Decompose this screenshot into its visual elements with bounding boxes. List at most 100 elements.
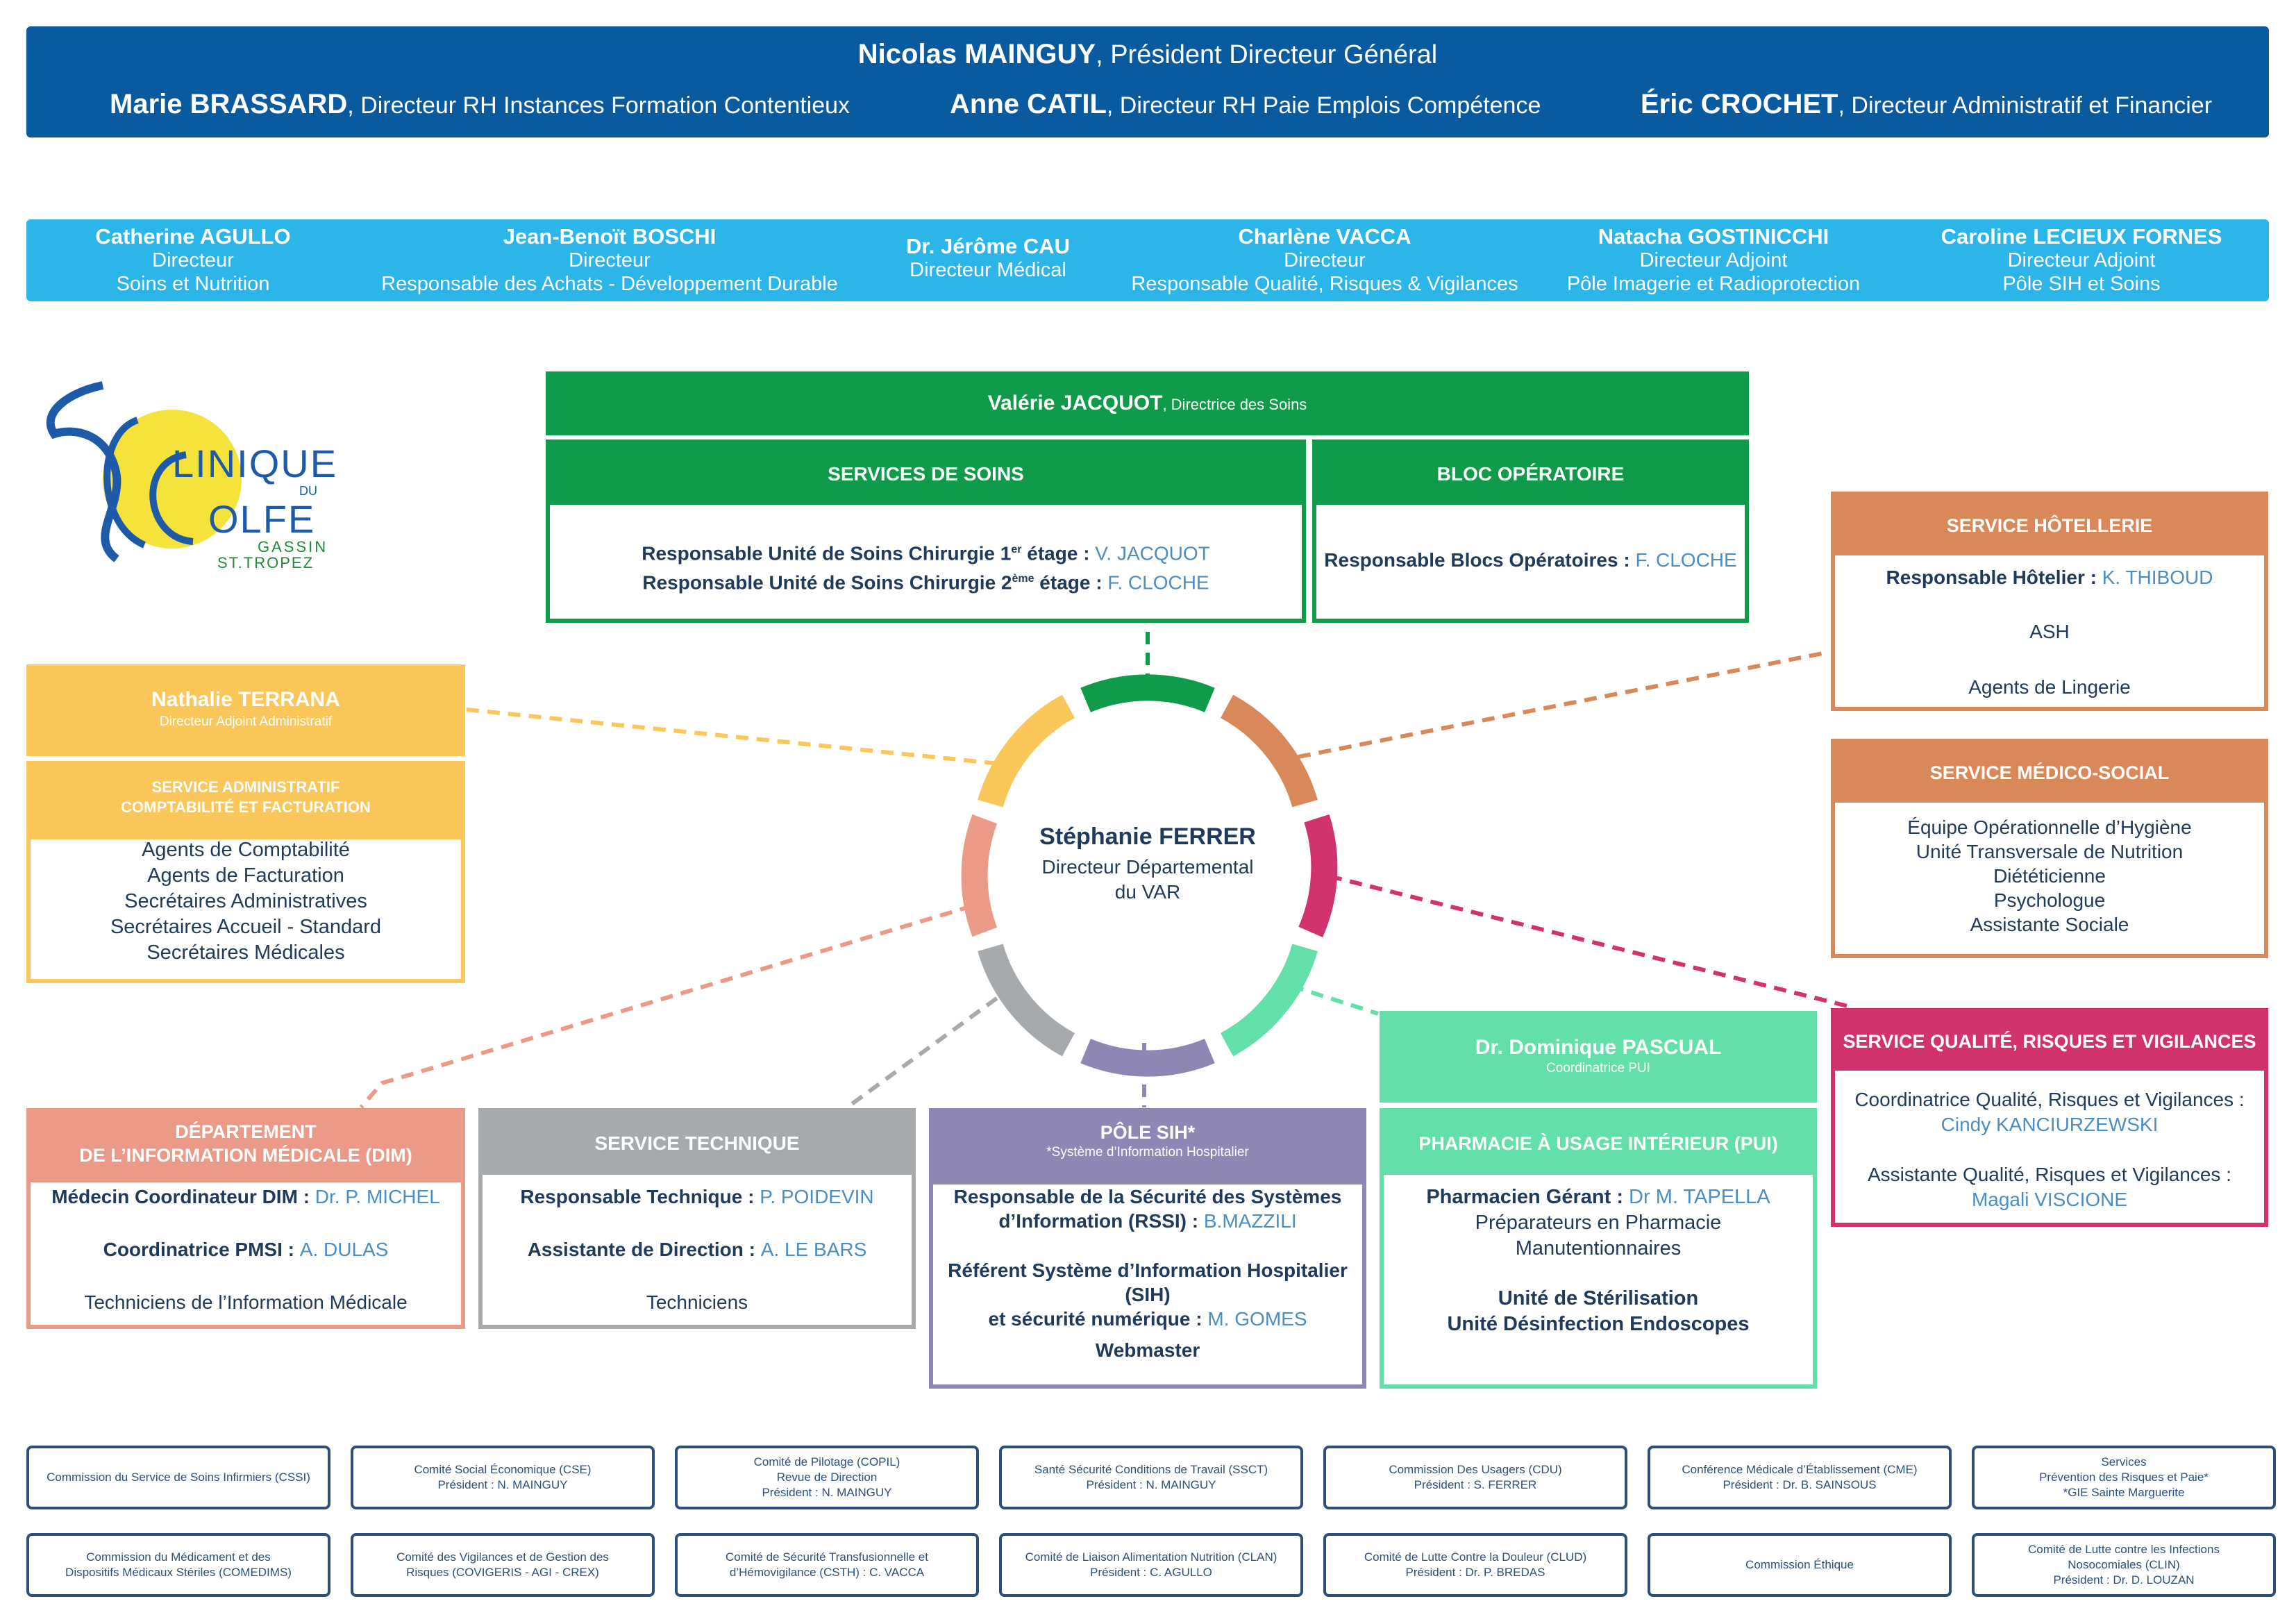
row-label: Responsable Blocs Opératoires : xyxy=(1324,549,1636,571)
seahorse-icon xyxy=(46,381,242,562)
medico-social-item: Unité Transversale de Nutrition xyxy=(1916,841,2184,862)
director-title: Directeur Médical xyxy=(910,259,1066,281)
hotellerie-item: Agents de Lingerie xyxy=(1968,676,2131,698)
medico-social-item: Psychologue xyxy=(1993,889,2106,911)
dim-row-2: Coordinatrice PMSI : A. DULAS xyxy=(31,1237,461,1262)
director-title: Directeur Adjoint xyxy=(2007,249,2156,271)
row-person: B.MAZZILI xyxy=(1203,1210,1297,1232)
dim-title-line: DE L’INFORMATION MÉDICALE (DIM) xyxy=(79,1145,412,1166)
admin-head-name: Nathalie TERRANA xyxy=(151,688,340,711)
committee-line: Risques (COVIGERIS - AGI - CREX) xyxy=(406,1566,599,1579)
hotellerie-box: SERVICE HÔTELLERIE Responsable Hôtelier … xyxy=(1831,492,2268,711)
president-role: , Président Directeur Général xyxy=(1096,40,1438,69)
committee-box: Comité Social Économique (CSE)Président … xyxy=(351,1446,655,1509)
row-person: Dr. P. MICHEL xyxy=(315,1186,440,1207)
directors-banner: Catherine AGULLO Directeur Soins et Nutr… xyxy=(26,219,2269,301)
director-scope: Responsable des Achats - Développement D… xyxy=(381,273,838,295)
row-person: A. LE BARS xyxy=(760,1239,867,1260)
admin-title-line: SERVICE ADMINISTRATIF xyxy=(151,778,340,796)
admin-item: Secrétaires Accueil - Standard xyxy=(110,916,382,938)
row-label: Médecin Coordinateur DIM : xyxy=(51,1186,315,1207)
sih-row-2: Référent Système d’Information Hospitali… xyxy=(933,1258,1362,1331)
pui-item: Préparateurs en Pharmacie xyxy=(1475,1212,1722,1234)
dim-title: DÉPARTEMENT DE L’INFORMATION MÉDICALE (D… xyxy=(31,1112,461,1182)
committee-box: Comité de Lutte Contre la Douleur (CLUD)… xyxy=(1323,1533,1627,1597)
director-card: Jean-Benoït BOSCHI Directeur Responsable… xyxy=(360,225,860,296)
bloc-operatoire-box: BLOC OPÉRATOIRE Responsable Blocs Opérat… xyxy=(1312,440,1749,623)
committee-text: Commission Des Usagers (CDU) Président : … xyxy=(1389,1462,1561,1493)
row-label: Responsable Technique : xyxy=(520,1186,760,1207)
committee-line: Comité des Vigilances et de Gestion des xyxy=(396,1550,609,1564)
row-person: A. DULAS xyxy=(299,1239,389,1260)
pui-list: Pharmacien Gérant : Dr M. TAPELLA Prépar… xyxy=(1384,1184,1813,1262)
pui-head-role: Coordinatrice PUI xyxy=(1546,1061,1650,1075)
dim-title-line: DÉPARTEMENT xyxy=(175,1121,317,1142)
qualite-person-2: Magali VISCIONE xyxy=(1971,1189,2128,1210)
sih-title-line: PÔLE SIH* xyxy=(1100,1122,1196,1143)
ring-segment-yellow xyxy=(978,694,1075,807)
director-name: Catherine AGULLO xyxy=(95,224,291,249)
connector-hotellerie xyxy=(1298,651,1827,759)
row-person: Dr M. TAPELLA xyxy=(1629,1186,1770,1208)
ring-segment-grey xyxy=(978,944,1075,1057)
committee-line: Président : N. MAINGUY xyxy=(437,1478,568,1491)
director-title: Directeur xyxy=(152,249,234,271)
president-name: Nicolas MAINGUY xyxy=(857,39,1096,69)
medico-social-box: SERVICE MÉDICO-SOCIAL Équipe Opérationne… xyxy=(1831,739,2268,958)
medico-social-title: SERVICE MÉDICO-SOCIAL xyxy=(1835,743,2264,803)
sih-row-1: Responsable de la Sécurité des Systèmes … xyxy=(933,1184,1362,1233)
director-name: Dr. Jérôme CAU xyxy=(905,234,1071,258)
connector-pui xyxy=(1291,984,1379,1016)
hotellerie-title: SERVICE HÔTELLERIE xyxy=(1835,496,2264,555)
pui-units: Unité de Stérilisation Unité Désinfectio… xyxy=(1384,1286,1813,1337)
committee-line: Président : S. FERRER xyxy=(1414,1478,1537,1491)
pui-head: Dr. Dominique PASCUAL Coordinatrice PUI xyxy=(1380,1011,1817,1103)
committee-line: Santé Sécurité Conditions de Travail (SS… xyxy=(1034,1463,1268,1476)
director-scope: Pôle SIH et Soins xyxy=(2002,273,2161,295)
soins-head: Valérie JACQUOT, Directrice des Soins xyxy=(546,371,1749,435)
connector-qualite xyxy=(1329,874,1851,1009)
committee-line: Comité de Lutte contre les Infections xyxy=(2028,1543,2220,1556)
admin-item: Agents de Facturation xyxy=(147,864,344,887)
pui-title: PHARMACIE À USAGE INTÉRIEUR (PUI) xyxy=(1384,1112,1813,1175)
row-person: F. CLOCHE xyxy=(1635,549,1737,571)
director-role: , Directeur Administratif et Financier xyxy=(1838,92,2213,119)
director-name: Natacha GOSTINICCHI xyxy=(1598,224,1829,249)
committee-line: Nosocomiales (CLIN) xyxy=(2068,1558,2180,1571)
committee-text: Conférence Médicale d’Établissement (CME… xyxy=(1682,1462,1917,1493)
services-de-soins-title: SERVICES DE SOINS xyxy=(550,444,1302,505)
row-label: Coordinatrice PMSI : xyxy=(103,1239,300,1260)
committee-line: Commission Des Usagers (CDU) xyxy=(1389,1463,1562,1476)
technique-title: SERVICE TECHNIQUE xyxy=(483,1112,912,1175)
logo-line-4: GASSIN xyxy=(258,538,328,555)
row-label: et sécurité numérique : xyxy=(988,1308,1208,1330)
director-scope: Pôle Imagerie et Radioprotection xyxy=(1566,273,1861,295)
committee-box: Commission Éthique xyxy=(1648,1533,1952,1597)
committee-line: Prévention des Risques et Paie* xyxy=(2039,1471,2209,1484)
sih-row-3: Webmaster xyxy=(1095,1339,1200,1361)
executive-banner: Nicolas MAINGUY, Président Directeur Gén… xyxy=(26,26,2269,137)
committee-box: Commission Des Usagers (CDU) Président : … xyxy=(1323,1446,1627,1509)
admin-list: Agents de Comptabilité Agents de Factura… xyxy=(31,837,461,966)
technique-row-3: Techniciens xyxy=(646,1291,748,1313)
admin-head-role: Directeur Adjoint Administratif xyxy=(159,714,333,729)
row-label: Responsable Unité de Soins Chirurgie 2 xyxy=(642,571,1012,594)
director-title: Directeur Adjoint xyxy=(1639,249,1788,271)
row-label: d’Information (RSSI) : xyxy=(998,1210,1204,1232)
row-person: M. GOMES xyxy=(1207,1308,1307,1330)
qualite-person-1: Cindy KANCIURZEWSKI xyxy=(1941,1114,2159,1135)
director-rh-paie: Anne CATIL, Directeur RH Paie Emplois Co… xyxy=(950,89,1541,120)
row-label-sup: er xyxy=(1011,544,1022,555)
committee-text: Comité de Lutte Contre la Douleur (CLUD)… xyxy=(1364,1550,1586,1580)
medico-social-item: Assistante Sociale xyxy=(1970,914,2129,935)
committee-box: Santé Sécurité Conditions de Travail (SS… xyxy=(999,1446,1303,1509)
committee-text: Comité Social Économique (CSE)Président … xyxy=(414,1462,591,1493)
pui-unit: Unité Désinfection Endoscopes xyxy=(1447,1313,1750,1335)
committee-box: Comité de Pilotage (COPIL)Revue de Direc… xyxy=(675,1446,979,1509)
soins-head-name: Valérie JACQUOT xyxy=(987,392,1163,415)
